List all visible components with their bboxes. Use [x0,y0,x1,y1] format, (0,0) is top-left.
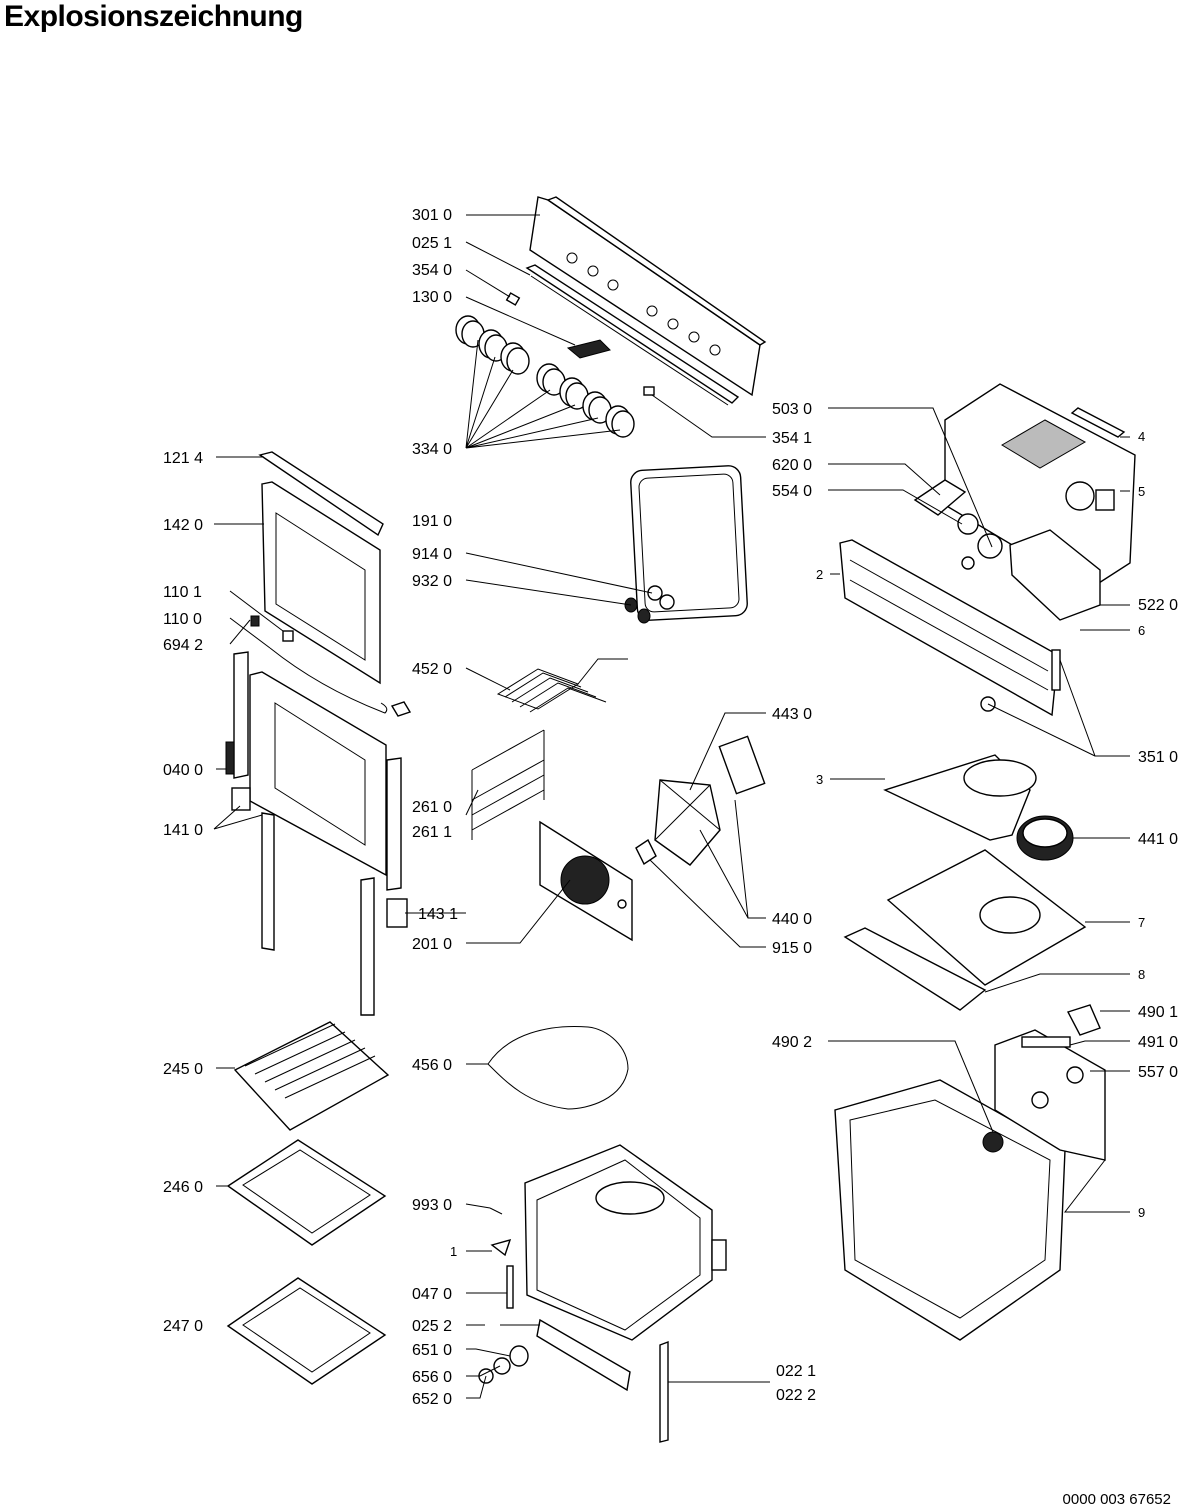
label-6200: 620 0 [772,457,812,474]
label-5030: 503 0 [772,401,812,418]
control-frame [839,539,1061,717]
label-8: 8 [1138,967,1145,982]
fan-cover-panel [539,820,633,942]
label-6520: 652 0 [412,1391,452,1408]
label-4902: 490 2 [772,1034,812,1051]
label-1410: 141 0 [163,822,203,839]
label-1431: 143 1 [418,906,458,923]
label-6: 6 [1138,623,1145,638]
air-deflector [883,754,1074,861]
label-4430: 443 0 [772,706,812,723]
door-side-strip [261,812,275,951]
label-4910: 491 0 [1138,1034,1178,1051]
label-1100: 110 0 [163,611,202,628]
label-3540: 354 0 [412,262,452,279]
label-1910: 191 0 [412,513,452,530]
label-0400: 040 0 [163,762,203,779]
top-plate [843,849,1087,1011]
label-4901: 490 1 [1138,1004,1178,1021]
label-4560: 456 0 [412,1057,452,1074]
label-1214: 121 4 [163,450,203,467]
label-6560: 656 0 [412,1369,452,1386]
label-1: 1 [450,1244,457,1259]
page-title: Explosionszeichnung [4,0,303,33]
label-5220: 522 0 [1138,597,1178,614]
label-2010: 201 0 [412,936,452,953]
label-9: 9 [1138,1205,1145,1220]
label-1101: 110 1 [163,584,202,601]
wire-rack [233,1021,390,1131]
door-outer-glass [261,481,381,685]
oven-cavity [506,1144,727,1443]
label-2610: 261 0 [412,799,452,816]
lower-heating-element [487,1026,629,1110]
leader-lines [213,214,1130,1399]
door-group [225,451,412,1016]
label-3510: 351 0 [1138,749,1178,766]
label-0222: 022 2 [776,1387,816,1404]
label-0221: 022 1 [776,1363,816,1380]
label-4400: 440 0 [772,911,812,928]
label-0252: 025 2 [412,1318,452,1335]
label-2450: 245 0 [163,1061,203,1078]
label-2611: 261 1 [412,824,452,841]
control-panel-front [529,196,761,397]
baking-tray [226,1139,387,1246]
label-3: 3 [816,772,823,787]
label-2460: 246 0 [163,1179,203,1196]
document-number: 0000 003 67652 [1062,1491,1171,1508]
label-0251: 025 1 [412,235,452,252]
label-5570: 557 0 [1138,1064,1178,1081]
control-panel-group [505,196,767,406]
cooling-housing-group [913,383,1136,621]
label-9150: 915 0 [772,940,812,957]
part-labels: 301 0 025 1 354 0 130 0 334 0 354 1 121 … [163,207,1178,1408]
control-knobs [455,315,635,438]
label-9320: 932 0 [412,573,452,590]
control-panel-bracket [525,264,740,404]
door-gasket [630,465,748,621]
label-7: 7 [1138,915,1145,930]
door-top-trim [258,451,384,537]
label-2470: 247 0 [163,1318,203,1335]
label-5540: 554 0 [772,483,812,500]
convection-fan [635,735,766,866]
oven-carcass [834,1004,1106,1341]
label-4410: 441 0 [1138,831,1178,848]
label-6942: 694 2 [163,637,203,654]
deep-tray [226,1277,387,1385]
label-9930: 993 0 [412,1197,452,1214]
switch-module [913,479,967,516]
label-3541: 354 1 [772,430,812,447]
label-3010: 301 0 [412,207,452,224]
label-1300: 130 0 [412,289,452,306]
label-4: 4 [1138,429,1145,444]
label-0470: 047 0 [412,1286,452,1303]
label-9140: 914 0 [412,546,452,563]
label-6510: 651 0 [412,1342,452,1359]
label-2: 2 [816,567,823,582]
door-inner-panel [249,671,387,877]
label-4520: 452 0 [412,661,452,678]
shelf-supports [471,729,545,840]
label-5: 5 [1138,484,1145,499]
label-1420: 142 0 [163,517,203,534]
label-3340: 334 0 [412,441,452,458]
